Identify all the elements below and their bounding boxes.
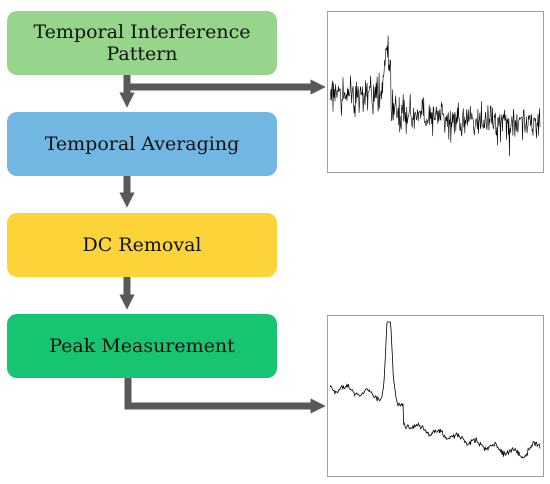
step-label: DC Removal [82, 234, 202, 256]
step-peak-measurement: Peak Measurement [7, 314, 277, 378]
step-dc-removal: DC Removal [7, 213, 277, 277]
arrow-step4-to-processed-plot [124, 378, 326, 414]
raw-signal-line [329, 35, 541, 157]
step-temporal-interference-pattern: Temporal Interference Pattern [7, 11, 277, 75]
raw-signal-plot [327, 11, 544, 173]
processed-signal-trace [329, 321, 541, 459]
step-label: Temporal Averaging [44, 133, 240, 155]
processed-signal-line [329, 321, 541, 459]
processed-signal-plot [327, 315, 544, 477]
step-temporal-averaging: Temporal Averaging [7, 112, 277, 176]
raw-signal-trace [329, 35, 541, 157]
step-label: Peak Measurement [49, 335, 235, 357]
step-label: Temporal Interference Pattern [33, 21, 251, 65]
